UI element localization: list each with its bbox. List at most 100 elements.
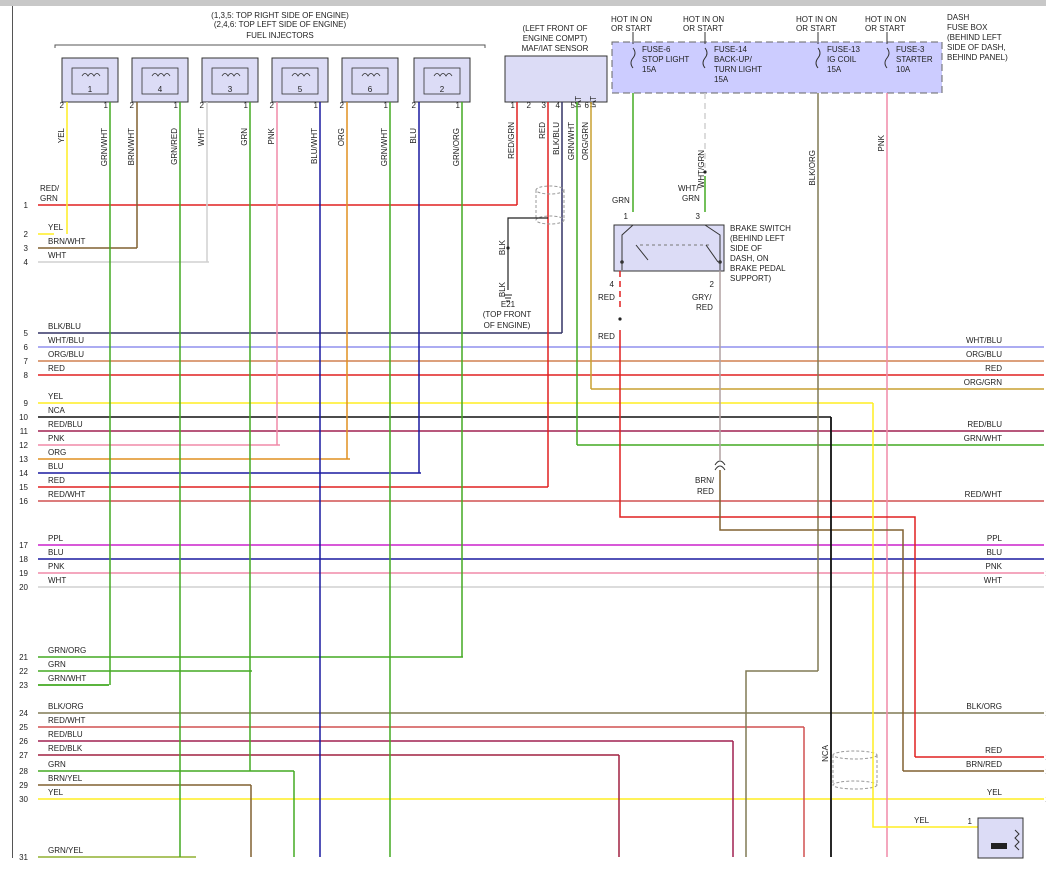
shield-bottom (832, 780, 878, 790)
right-pin-wire-label: RED (985, 746, 1002, 755)
right-pin-wire-label: PPL (987, 534, 1003, 543)
fuse-icon (630, 47, 636, 69)
wire-label: GRN (682, 194, 700, 203)
injector-pin: 1 (244, 101, 249, 110)
right-pin-wire-label: ORG/BLU (966, 350, 1002, 359)
left-pin-number: 12 (19, 441, 28, 450)
maf-pin: 3 (542, 101, 547, 110)
right-pin-wire-label: WHT (984, 576, 1002, 585)
maf-wire-label: GRN/WHT (567, 122, 576, 160)
fuse-box-title: SIDE OF DASH, (947, 43, 1006, 52)
wire-label: YEL (914, 816, 930, 825)
switch-blade (635, 244, 649, 261)
brake-switch (613, 224, 725, 272)
coil-icon (221, 73, 241, 77)
right-pin-wire-label: RED (985, 364, 1002, 373)
diagram-frame (12, 6, 1046, 858)
left-pin-number: 27 (19, 751, 28, 760)
wire-label: RED (697, 487, 714, 496)
switch-blade (705, 244, 719, 263)
injector-coil-box (141, 67, 179, 95)
left-pin-wire-label: RED/BLK (48, 744, 83, 753)
left-pin-number: 25 (19, 723, 28, 732)
left-pin-number: 21 (19, 653, 28, 662)
maf-pin-label: IAT (589, 96, 598, 108)
ground-wire-label: BLK (498, 239, 507, 255)
ground-label: OF ENGINE) (484, 321, 531, 330)
fuse-label: 15A (642, 65, 657, 74)
left-pin-wire-label: PNK (48, 434, 65, 443)
injector-wire-label: GRN/RED (170, 128, 179, 165)
left-pin-number: 7 (24, 357, 29, 366)
maf-wire-label: RED (538, 122, 547, 139)
left-pin-wire-label: GRN (48, 760, 66, 769)
left-pin-wire-label: BRN/WHT (48, 237, 85, 246)
resistor-icon (1014, 829, 1020, 851)
fuse-label: STOP LIGHT (642, 55, 689, 64)
maf-title: ENGINE COMPT) (523, 34, 588, 43)
brake-switch-title: BRAKE PEDAL (730, 264, 786, 273)
left-pin-number: 1 (24, 201, 29, 210)
injector-pin: 2 (130, 101, 135, 110)
maf-title: (LEFT FRONT OF (522, 24, 587, 33)
bottom-right-component (977, 817, 1024, 859)
fuse-label: FUSE-6 (642, 45, 671, 54)
brake-pin: 2 (710, 280, 715, 289)
fuse-icon (702, 47, 708, 69)
left-pin-wire-label: WHT (48, 251, 66, 260)
left-pin-number: 26 (19, 737, 28, 746)
right-pin-wire-label: BLU (986, 548, 1002, 557)
fuse-label: FUSE-14 (714, 45, 747, 54)
injector-number: 2 (440, 85, 445, 94)
junction-dot (618, 317, 622, 321)
maf-iat-sensor (504, 55, 608, 103)
wire-label: RED (598, 293, 615, 302)
right-pin-wire-label: BRN/RED (966, 760, 1002, 769)
ground-label: E21 (501, 300, 516, 309)
left-pin-wire-label: RED/WHT (48, 716, 85, 725)
hot-label: HOT IN ON (865, 15, 906, 24)
wire-label: GRY/ (692, 293, 712, 302)
shield-bottom (535, 215, 565, 225)
hot-label: OR START (683, 24, 723, 33)
yel-wire (872, 403, 985, 828)
brake-pin: 1 (624, 212, 629, 221)
injector-pin: 2 (412, 101, 417, 110)
injector-wire-label: BRN/WHT (127, 128, 136, 165)
injector-pin: 2 (270, 101, 275, 110)
coil-icon (291, 73, 311, 77)
left-pin-wire-label: WHT (48, 576, 66, 585)
left-pin-wire-label: YEL (48, 223, 64, 232)
left-pin-number: 23 (19, 681, 28, 690)
right-pin-wire-label: RED/BLU (967, 420, 1002, 429)
junction-dot (506, 246, 510, 250)
pin-label: 1 (968, 817, 973, 826)
switch-contact (621, 224, 634, 270)
left-pin-number: 13 (19, 455, 28, 464)
maf-wire-label: BLK/BLU (552, 122, 561, 155)
injector-number: 1 (88, 85, 93, 94)
injector-group-title: (1,3,5: TOP RIGHT SIDE OF ENGINE) (211, 11, 349, 20)
left-pin-wire-label: RED (48, 364, 65, 373)
fuse-label: 10A (896, 65, 911, 74)
left-pin-wire-label: PNK (48, 562, 65, 571)
switch-node (718, 260, 722, 264)
brake-switch-title: BRAKE SWITCH (730, 224, 791, 233)
hot-label: OR START (611, 24, 651, 33)
injector-group-title: (2,4,6: TOP LEFT SIDE OF ENGINE) (214, 20, 347, 29)
left-pin-wire-label: YEL (48, 788, 64, 797)
left-pin-wire-label: YEL (48, 392, 64, 401)
hot-label: OR START (796, 24, 836, 33)
left-pin-wire-label: RED/BLU (48, 420, 83, 429)
injector-number: 4 (158, 85, 163, 94)
injector-number: 3 (228, 85, 233, 94)
wire-label: NCA (821, 744, 830, 762)
injector-pin: 2 (200, 101, 205, 110)
injector-pin: 1 (174, 101, 179, 110)
brake-red-wire (619, 330, 916, 757)
left-pin-number: 24 (19, 709, 28, 718)
component-icon (991, 843, 1007, 849)
injector-wire-label: PNK (267, 127, 276, 144)
injector-number: 6 (368, 85, 373, 94)
injector-wire-label: BLU/WHT (310, 128, 319, 164)
